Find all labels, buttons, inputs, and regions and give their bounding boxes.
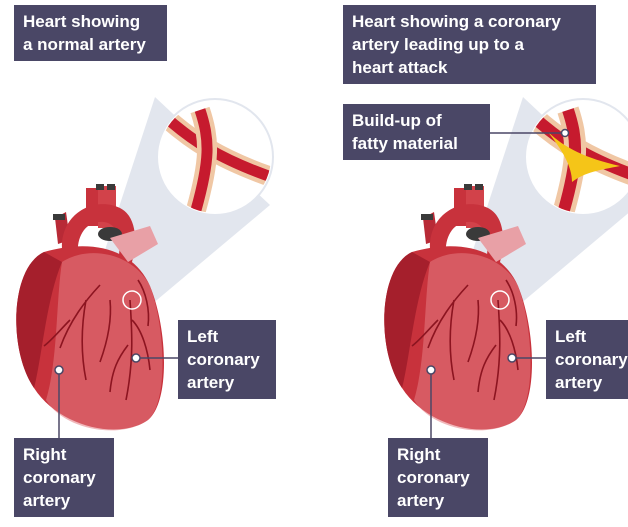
label-line: Left (187, 325, 267, 348)
title-line: a normal artery (23, 33, 158, 56)
label-line: Right (23, 443, 105, 466)
label-line: artery (555, 371, 619, 394)
label-right-coronary-artery-attack: Right coronary artery (388, 438, 488, 517)
label-line: coronary (397, 466, 479, 489)
title-line: Heart showing (23, 10, 158, 33)
label-line: fatty material (352, 132, 481, 155)
label-line: coronary (23, 466, 105, 489)
title-line: heart attack (352, 56, 587, 79)
label-line: Right (397, 443, 479, 466)
label-right-coronary-artery: Right coronary artery (14, 438, 114, 517)
label-left-coronary-artery: Left coronary artery (178, 320, 276, 399)
title-normal-artery: Heart showing a normal artery (14, 5, 167, 61)
label-fatty-buildup: Build-up of fatty material (343, 104, 490, 160)
title-heart-attack: Heart showing a coronary artery leading … (343, 5, 596, 84)
label-line: coronary (555, 348, 619, 371)
label-left-coronary-artery-attack: Left coronary artery (546, 320, 628, 399)
label-line: artery (397, 489, 479, 512)
label-line: coronary (187, 348, 267, 371)
label-line: artery (23, 489, 105, 512)
label-line: artery (187, 371, 267, 394)
label-line: Build-up of (352, 109, 481, 132)
title-line: artery leading up to a (352, 33, 587, 56)
label-line: Left (555, 325, 619, 348)
title-line: Heart showing a coronary (352, 10, 587, 33)
